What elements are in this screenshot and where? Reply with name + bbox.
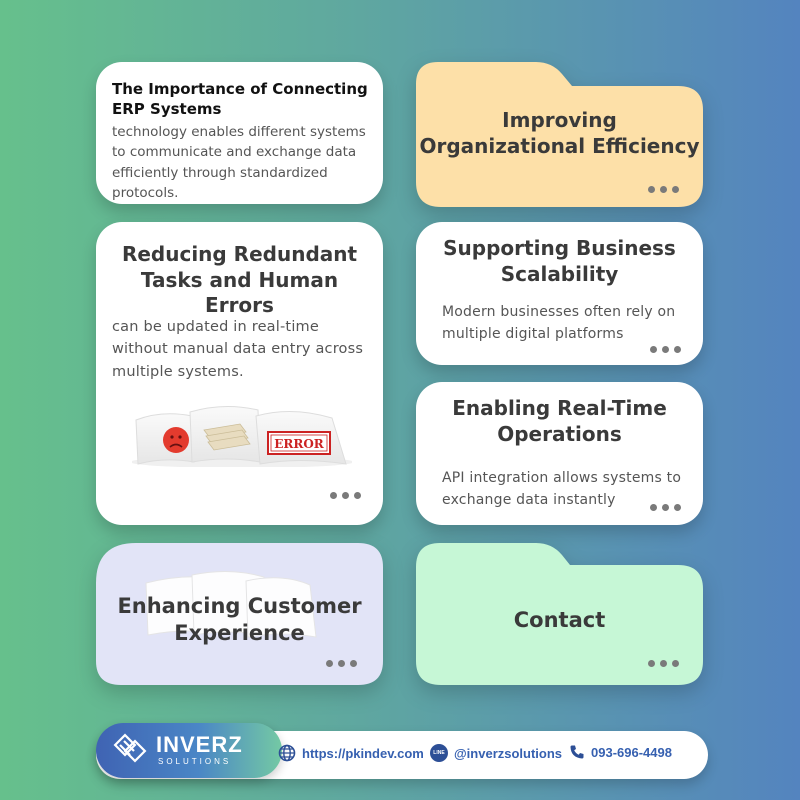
efficiency-more-dots[interactable] xyxy=(648,186,679,193)
customer-card: Enhancing Customer Experience xyxy=(96,543,383,685)
brand-mark-icon xyxy=(113,733,147,763)
realtime-card-body: API integration allows systems to exchan… xyxy=(442,470,682,508)
line-text: @inverzsolutions xyxy=(454,745,563,761)
brand-sub: SOLUTIONS xyxy=(158,757,232,766)
scalability-card-title: Supporting Business Scalability xyxy=(443,236,676,286)
website-link[interactable]: https://pkindev.com xyxy=(278,744,424,762)
contact-card-title: Contact xyxy=(513,608,606,632)
redundant-card: Reducing Redundant Tasks and Human Error… xyxy=(96,222,383,525)
efficiency-card-title: Improving Organizational Efficiency xyxy=(419,108,700,158)
realtime-card: Enabling Real-Time Operations API integr… xyxy=(416,382,703,525)
line-link[interactable]: LINE @inverzsolutions xyxy=(430,744,562,762)
realtime-card-title: Enabling Real-Time Operations xyxy=(452,396,667,446)
scalability-more-dots[interactable] xyxy=(650,346,681,353)
scalability-card: Supporting Business Scalability Modern b… xyxy=(416,222,703,365)
realtime-more-dots[interactable] xyxy=(650,504,681,511)
erp-card-body: technology enables different systems to … xyxy=(112,124,366,201)
globe-icon xyxy=(278,744,296,762)
brand-name: INVERZ xyxy=(156,732,243,757)
redundant-card-title: Reducing Redundant Tasks and Human Error… xyxy=(121,242,358,318)
efficiency-card: Improving Organizational Efficiency xyxy=(416,62,703,207)
line-icon: LINE xyxy=(430,744,448,762)
error-stamp-label: ERROR xyxy=(274,437,325,451)
scalability-card-body: Modern businesses often rely on multiple… xyxy=(442,304,676,342)
customer-card-title: Enhancing Customer Experience xyxy=(117,594,362,645)
erp-card-title: The Importance of Connecting ERP Systems xyxy=(112,80,368,118)
website-text: https://pkindev.com xyxy=(302,745,424,761)
contact-more-dots[interactable] xyxy=(648,660,679,667)
error-papers-illustration: ERROR xyxy=(132,405,352,467)
customer-more-dots[interactable] xyxy=(326,660,357,667)
redundant-more-dots[interactable] xyxy=(330,492,361,499)
redundant-card-body: can be updated in real-time without manu… xyxy=(112,319,364,380)
contact-card[interactable]: Contact xyxy=(416,543,703,685)
phone-icon xyxy=(570,745,584,759)
brand-logo: INVERZ SOLUTIONS xyxy=(96,723,282,778)
phone-link[interactable]: 093-696-4498 xyxy=(569,744,672,760)
erp-card: The Importance of Connecting ERP Systems… xyxy=(96,62,383,204)
phone-text: 093-696-4498 xyxy=(591,744,672,760)
